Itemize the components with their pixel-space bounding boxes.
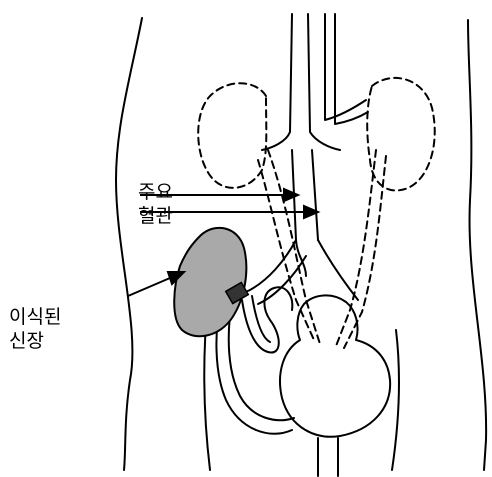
- transplanted-kidney: [174, 228, 246, 336]
- major-vessels-label-line1: 주요: [138, 180, 173, 204]
- torso-left-outline: [116, 18, 142, 470]
- urethra: [318, 438, 338, 476]
- torso-right-outline: [468, 20, 486, 470]
- transplanted-kidney-label: 이식된 신장: [9, 305, 61, 353]
- major-vessels-label-line2: 혈관: [138, 204, 173, 228]
- transplanted-kidney-label-line1: 이식된: [9, 305, 61, 329]
- arrowhead-vessel-1: [284, 189, 298, 201]
- arrow-kidney: [128, 278, 170, 296]
- major-vessels-label: 주요 혈관: [138, 180, 173, 228]
- iliac-artery-right: [318, 240, 358, 300]
- vena-cava: [325, 14, 368, 124]
- native-kidney-left: [198, 83, 266, 188]
- aorta: [262, 14, 340, 150]
- native-kidney-right: [367, 78, 435, 191]
- transplanted-kidney-label-line2: 신장: [9, 329, 61, 353]
- pelvis-outline-right: [392, 330, 399, 470]
- bladder: [280, 295, 390, 436]
- transplant-ureter: [242, 287, 292, 352]
